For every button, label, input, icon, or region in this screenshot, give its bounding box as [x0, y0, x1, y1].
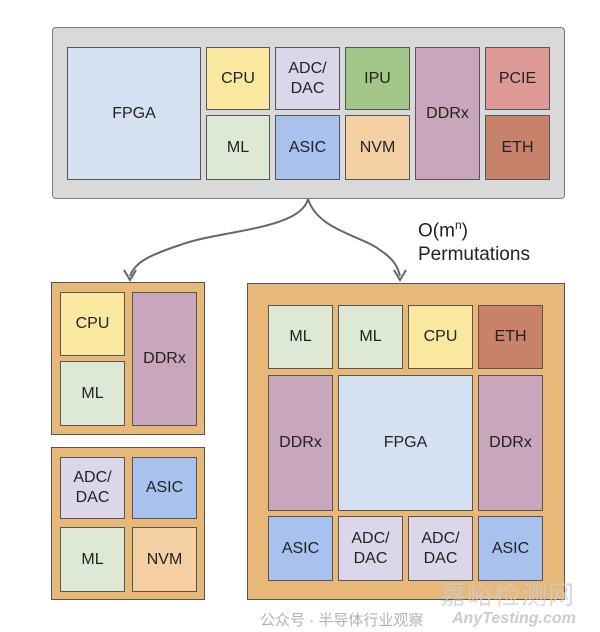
- arrow-left: [129, 198, 309, 277]
- arrow-right: [307, 198, 401, 277]
- block-cpu: CPU: [408, 305, 473, 369]
- block-asic: ASIC: [478, 516, 543, 581]
- block-ddrx: DDRx: [268, 375, 333, 511]
- block-ddrx: DDRx: [415, 47, 480, 180]
- permutations-label: Permutations: [418, 244, 530, 265]
- block-ddrx: DDRx: [478, 375, 543, 511]
- block-cpu: CPU: [206, 47, 270, 110]
- block-adc-dac: ADC/ DAC: [60, 457, 125, 519]
- block-eth: ETH: [485, 115, 550, 180]
- block-adc-dac: ADC/ DAC: [338, 516, 403, 581]
- block-asic: ASIC: [275, 115, 340, 180]
- block-adc-dac: ADC/ DAC: [408, 516, 473, 581]
- block-nvm: NVM: [345, 115, 410, 180]
- complexity-label: O(mn): [418, 218, 468, 242]
- watermark-account: 公众号 · 半导体行业观察: [260, 612, 424, 629]
- block-adc-dac: ADC/ DAC: [275, 47, 340, 110]
- block-cpu: CPU: [60, 292, 125, 356]
- block-ml: ML: [206, 115, 270, 180]
- block-asic: ASIC: [132, 457, 197, 519]
- block-pcie: PCIE: [485, 47, 550, 110]
- complexity-base: O(m: [418, 220, 455, 242]
- block-ml: ML: [60, 527, 125, 592]
- watermark-site-en: AnyTesting.com: [452, 610, 576, 627]
- block-ipu: IPU: [345, 47, 410, 110]
- block-ml: ML: [338, 305, 403, 369]
- block-asic: ASIC: [268, 516, 333, 581]
- arrowhead-left: [123, 269, 137, 282]
- block-eth: ETH: [478, 305, 543, 369]
- block-fpga: FPGA: [67, 47, 201, 180]
- watermark-site-cn: 嘉峪检测网: [440, 580, 576, 610]
- block-ml: ML: [268, 305, 333, 369]
- complexity-exponent: n: [454, 218, 462, 232]
- block-nvm: NVM: [132, 527, 197, 592]
- complexity-close: ): [461, 220, 468, 242]
- arrowhead-right: [393, 269, 407, 282]
- block-fpga: FPGA: [338, 375, 473, 511]
- block-ml: ML: [60, 361, 125, 426]
- block-ddrx: DDRx: [132, 292, 197, 426]
